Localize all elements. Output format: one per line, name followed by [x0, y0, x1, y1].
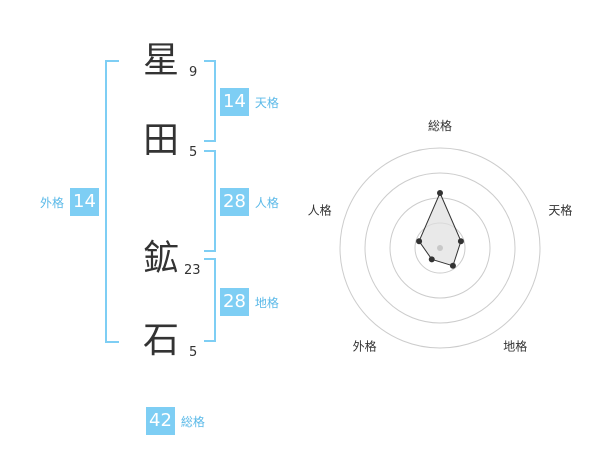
radar-center: [437, 245, 443, 251]
name-char-4: 石: [142, 320, 179, 361]
tenkaku-bracket: [204, 60, 216, 142]
stroke-count-4: 5: [189, 345, 198, 360]
radar-point-1: [437, 190, 443, 196]
radar-axis-label-4: 外格: [353, 339, 377, 354]
radar-axis-label-1: 総格: [428, 118, 452, 133]
jinkaku-bracket: [204, 150, 216, 252]
radar-point-4: [428, 256, 435, 263]
soukaku-value: 42: [146, 407, 175, 435]
radar-axis-label-5: 人格: [308, 202, 332, 217]
chikaku-bracket: [204, 258, 216, 342]
radar-axis-label-3: 地格: [503, 339, 527, 354]
radar-point-2: [457, 238, 464, 245]
name-char-1: 星: [142, 40, 179, 81]
stroke-count-2: 5: [189, 145, 198, 160]
gaikaku-bracket: [105, 60, 119, 343]
stroke-count-3: 23: [184, 263, 201, 278]
radar-polygon: [418, 191, 462, 267]
chikaku-value: 28: [220, 288, 249, 316]
radar-ring-4: [339, 147, 541, 349]
gaikaku-badge: 外格 14: [40, 188, 99, 216]
stroke-count-1: 9: [189, 65, 198, 80]
radar-ring-3: [364, 172, 516, 324]
soukaku-label: 総格: [180, 414, 205, 429]
chikaku-badge: 28 地格: [220, 288, 279, 316]
radar-point-5: [416, 238, 423, 245]
chikaku-label: 地格: [254, 295, 279, 310]
gaikaku-label: 外格: [40, 195, 65, 210]
name-char-3: 鉱: [142, 238, 179, 279]
radar-point-3: [449, 262, 456, 269]
jinkaku-value: 28: [220, 188, 249, 216]
tenkaku-badge: 14 天格: [220, 88, 279, 116]
tenkaku-label: 天格: [254, 95, 279, 110]
name-char-2: 田: [142, 120, 179, 161]
tenkaku-value: 14: [220, 88, 249, 116]
radar-axis-label-2: 天格: [548, 202, 572, 217]
gaikaku-value: 14: [70, 188, 99, 216]
jinkaku-badge: 28 人格: [220, 188, 279, 216]
jinkaku-label: 人格: [254, 195, 279, 210]
soukaku-badge: 42 総格: [146, 407, 205, 435]
